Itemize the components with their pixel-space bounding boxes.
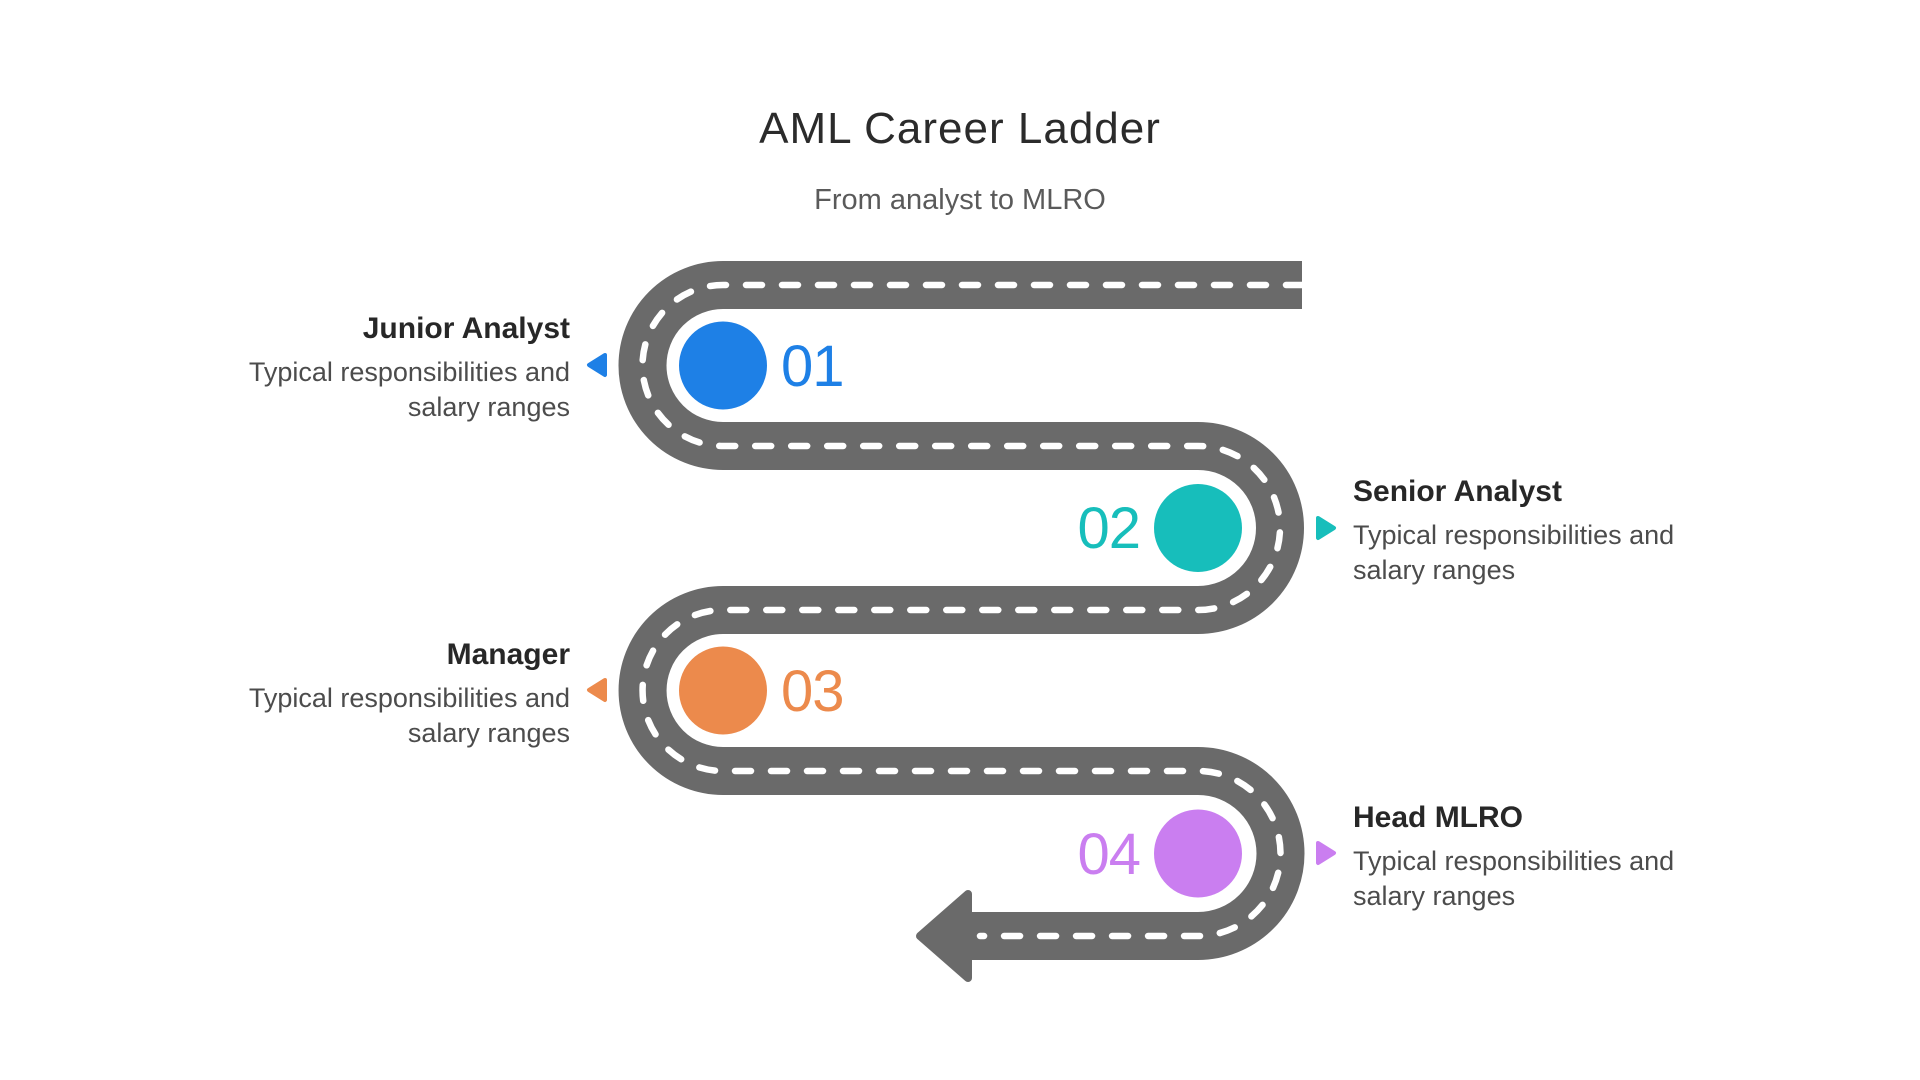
milestone-label-manager: Manager Typical responsibilities and sal… (200, 636, 570, 751)
milestone-title: Head MLRO (1353, 801, 1524, 834)
milestone-description-line1: Typical responsibilities and (248, 357, 570, 387)
milestone-title: Manager (446, 638, 570, 671)
milestone-number-1: 01 (781, 334, 844, 399)
milestone-title: Junior Analyst (362, 312, 570, 345)
milestone-description-line2: salary ranges (1353, 881, 1516, 911)
milestone-description-line2: salary ranges (407, 392, 570, 422)
milestone-number-2: 02 (1077, 496, 1140, 561)
milestone-circle-3 (679, 646, 767, 735)
milestone-description-line1: Typical responsibilities and (1353, 846, 1675, 876)
road-end-arrow-icon (916, 890, 972, 982)
pointer-left-triangle-icon (587, 353, 607, 377)
milestone-description: Typical responsibilities and salary rang… (1353, 844, 1743, 914)
milestone-description-line1: Typical responsibilities and (248, 683, 570, 713)
milestone-description: Typical responsibilities and salary rang… (1353, 518, 1743, 588)
milestone-description: Typical responsibilities and salary rang… (200, 681, 570, 751)
milestone-title: Senior Analyst (1353, 475, 1562, 508)
milestone-label-head-mlro: Head MLRO Typical responsibilities and s… (1353, 799, 1743, 914)
milestone-circle-2 (1154, 484, 1242, 572)
milestone-description: Typical responsibilities and salary rang… (200, 355, 570, 425)
milestone-number-3: 03 (781, 659, 844, 724)
milestone-number-4: 04 (1077, 822, 1140, 887)
milestone-circle-1 (679, 321, 767, 410)
milestone-description-line2: salary ranges (407, 718, 570, 748)
page-title: AML Career Ladder (759, 104, 1161, 153)
milestone-description-line2: salary ranges (1353, 555, 1516, 585)
page-subtitle: From analyst to MLRO (814, 184, 1106, 216)
milestone-label-senior-analyst: Senior Analyst Typical responsibilities … (1353, 473, 1743, 588)
pointer-left-triangle-icon (587, 678, 607, 702)
milestone-label-junior-analyst: Junior Analyst Typical responsibilities … (200, 310, 570, 425)
road-lane-marking (639, 281, 1306, 940)
pointer-right-triangle-icon (1316, 841, 1336, 865)
milestone-description-line1: Typical responsibilities and (1353, 520, 1675, 550)
pointer-right-triangle-icon (1316, 516, 1336, 540)
milestone-circle-4 (1154, 809, 1242, 898)
